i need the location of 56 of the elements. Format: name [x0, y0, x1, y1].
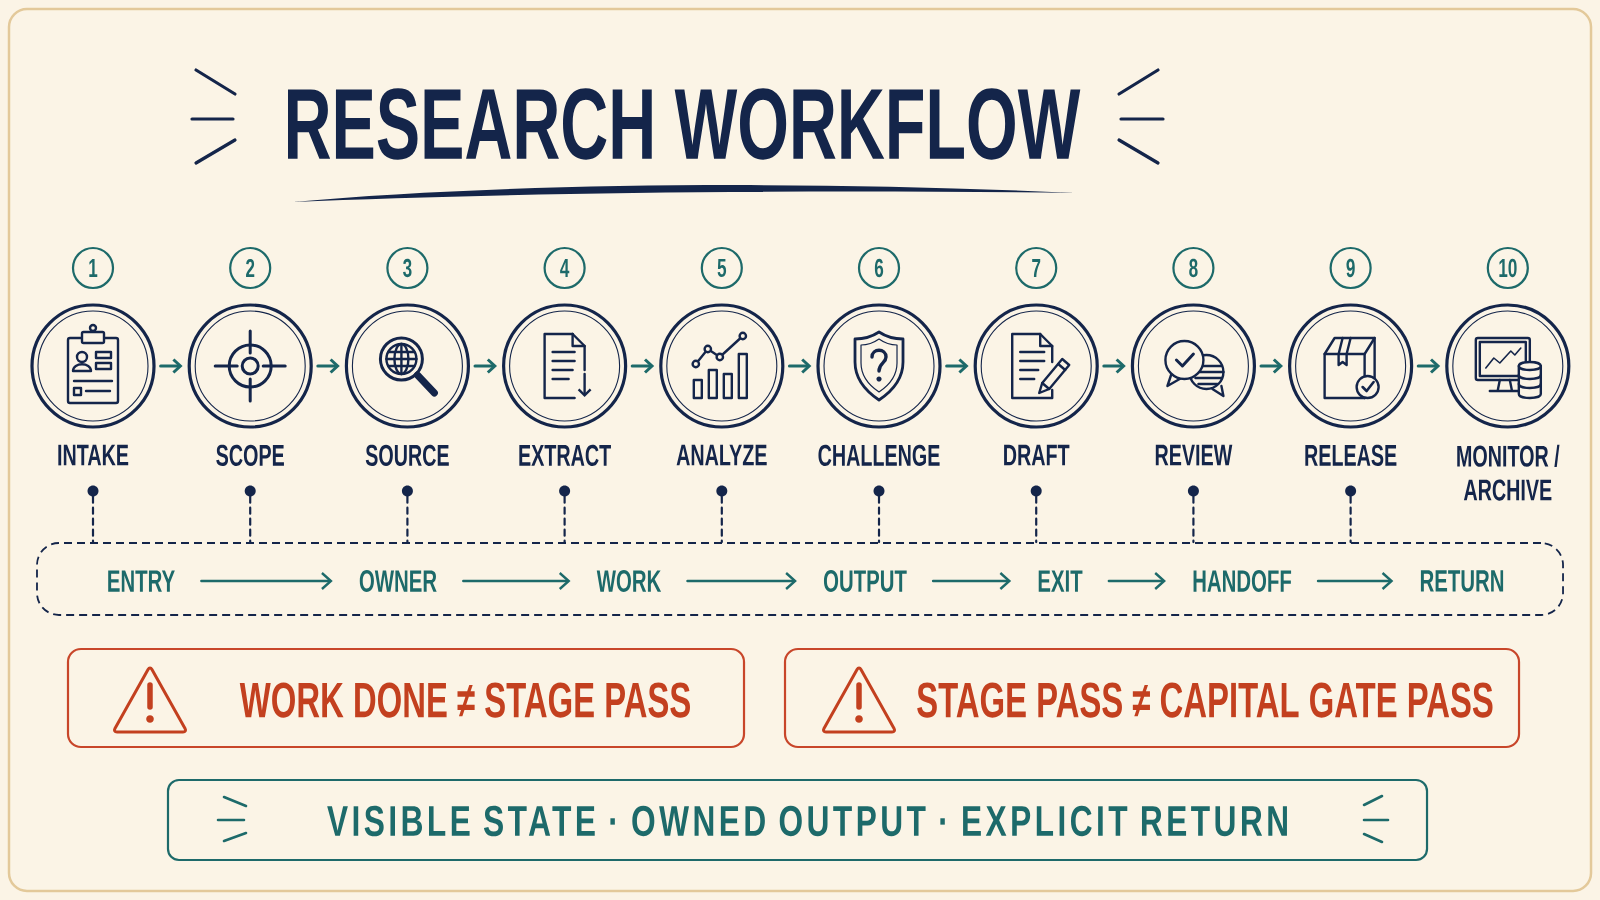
arrow [1416, 358, 1441, 374]
stage-label: EXTRACT [519, 444, 611, 466]
step-number: 7 [1015, 246, 1058, 290]
arrow [931, 572, 1012, 590]
stage-label: ANALYZE [676, 444, 767, 466]
flow-label: OWNER [359, 570, 437, 592]
flow-label: EXIT [1038, 570, 1083, 592]
step-number: 5 [700, 246, 743, 290]
connector-line [720, 495, 723, 544]
step-number: 6 [857, 246, 901, 290]
arrow [787, 358, 812, 374]
warning-box: STAGE PASS ≠ CAPITAL GATE PASS [783, 647, 1521, 749]
arrow [1316, 572, 1394, 590]
stage-label: MONITOR / ARCHIVE [1457, 444, 1560, 501]
connector-line [249, 495, 252, 544]
step-number: 1 [71, 246, 115, 290]
arrow [1102, 358, 1126, 374]
arrow [159, 358, 183, 374]
stage-label: CHALLENGE [818, 444, 940, 466]
connector-line [1035, 495, 1038, 544]
arrow [462, 572, 571, 590]
flow-label: OUTPUT [823, 570, 907, 592]
stage-label: DRAFT [1004, 444, 1070, 466]
connector-line [1192, 495, 1195, 544]
arrow [1259, 358, 1283, 374]
flow-label: ENTRY [108, 570, 175, 592]
title: RESEARCH WORKFLOW [288, 88, 1081, 202]
step-number: 10 [1486, 246, 1529, 290]
connector-line [91, 495, 95, 544]
stage-label: REVIEW [1155, 444, 1233, 466]
flow-label: RETURN [1420, 570, 1504, 592]
step-number: 2 [229, 246, 272, 290]
arrow [686, 572, 797, 590]
stage-label: INTAKE [58, 444, 129, 466]
connector-line [563, 495, 566, 544]
step-number: 4 [543, 246, 586, 290]
motto-box: VISIBLE STATE · OWNED OUTPUT · EXPLICIT RETURN [166, 778, 1429, 862]
connector-line [406, 495, 409, 544]
arrow [200, 572, 333, 590]
arrow [1107, 572, 1166, 590]
arrow [945, 358, 969, 374]
step-number: 3 [386, 246, 429, 290]
step-number: 8 [1172, 246, 1215, 290]
stage-label: RELEASE [1305, 444, 1397, 466]
stage-label: SOURCE [365, 444, 449, 466]
connector-line [1349, 495, 1352, 544]
connector-line [877, 495, 881, 544]
flow-label: HANDOFF [1193, 570, 1292, 592]
warning-box: WORK DONE ≠ STAGE PASS [66, 647, 746, 749]
dashed-band [36, 542, 1564, 616]
arrow [316, 358, 340, 374]
step-number: 9 [1329, 246, 1372, 290]
arrow [473, 358, 497, 374]
stage-label: SCOPE [216, 444, 284, 466]
flow-label: WORK [596, 570, 662, 592]
arrow [630, 358, 655, 374]
